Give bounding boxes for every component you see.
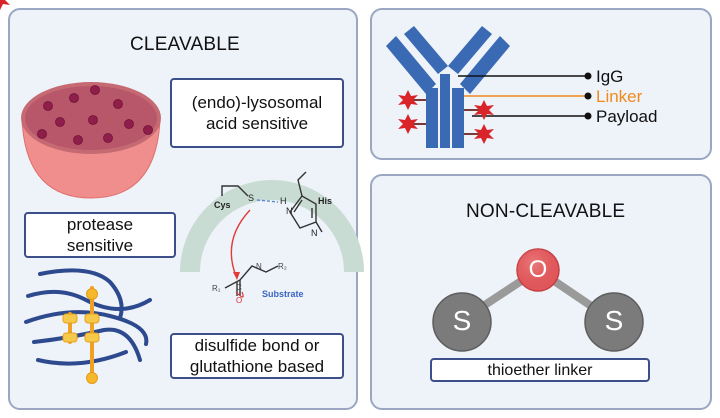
noncleavable-panel [370, 174, 712, 410]
n-label: N [256, 262, 262, 271]
thioether-box: thioether linker [430, 358, 650, 382]
legend-linker: Linker [596, 87, 643, 106]
sulfur-left-label: S [452, 305, 472, 336]
disulfide-box: disulfide bond or glutathione based [170, 333, 344, 379]
sulfur-right-label: S [604, 305, 624, 336]
c-label: C [236, 283, 242, 292]
carbonyl-arrow-icon [235, 291, 244, 298]
igg-legend-dot [584, 72, 592, 80]
r2-label: R₂ [278, 262, 287, 271]
thioether-molecule-icon [432, 248, 644, 352]
nplus-label: N [286, 206, 293, 216]
cleavable-title: CLEAVABLE [130, 34, 240, 55]
adc-legend-lines [458, 75, 588, 117]
noncleavable-title: NON-CLEAVABLE [466, 201, 626, 222]
oxygen-atom-label: O [528, 256, 548, 283]
payload-legend-dot [584, 112, 592, 120]
cys-label: Cys [214, 200, 231, 210]
r1-label: R₁ [212, 284, 221, 293]
protease-arc-icon [180, 180, 364, 273]
acid-sensitive-box: (endo)-lysosomal acid sensitive [170, 78, 344, 148]
payload-icon [0, 0, 10, 10]
substrate-label: Substrate [262, 289, 304, 299]
h-label: H [280, 196, 287, 206]
s-label: S [248, 193, 255, 203]
protein-disulfide-icon [24, 268, 152, 384]
his-label: His [318, 196, 333, 206]
thioether-text: thioether linker [487, 361, 593, 379]
antibody-icon [386, 26, 510, 148]
linker-legend-dot [584, 92, 592, 100]
protease-sensitive-box: protease sensitive [24, 212, 176, 258]
o-label: O [236, 296, 243, 305]
lysosome-icon [21, 82, 161, 199]
nh-label: N [311, 228, 318, 238]
legend-payload: Payload [596, 107, 658, 126]
disulfide-text: disulfide bond or glutathione based [189, 336, 325, 376]
protease-sensitive-text: protease sensitive [66, 215, 134, 255]
nucleophile-arrow-icon [230, 209, 251, 277]
acid-sensitive-text: (endo)-lysosomal acid sensitive [191, 93, 323, 133]
legend-igg: IgG [596, 67, 624, 86]
